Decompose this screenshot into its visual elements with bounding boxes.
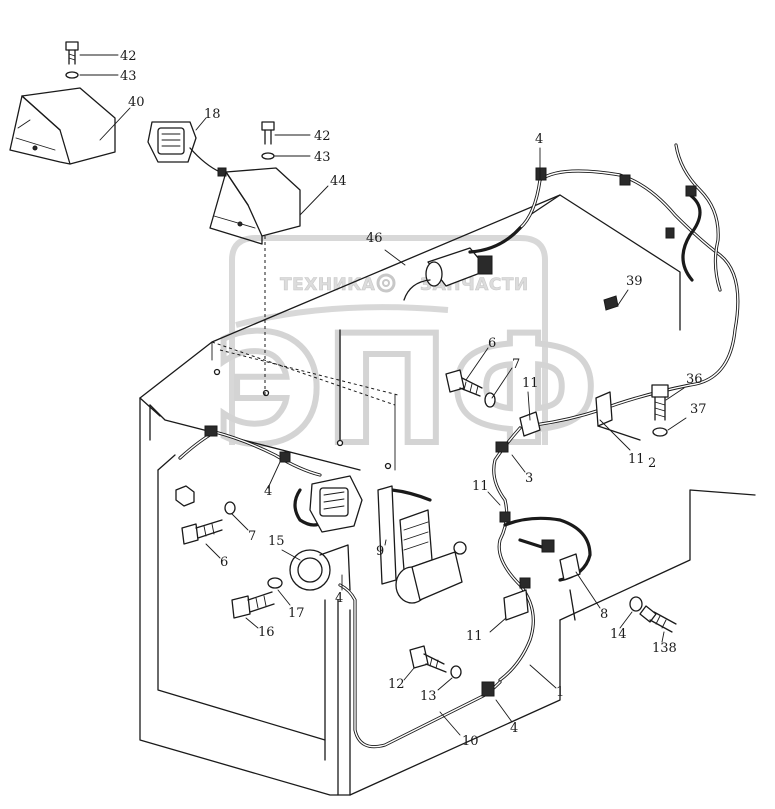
callout-2: 2 [648,456,656,471]
screw-39 [603,295,619,311]
headlamp-18 [147,121,227,177]
callout-138: 138 [652,641,677,656]
callout-43-top: 43 [120,69,137,84]
callout-15: 15 [268,534,285,549]
bolt-6-lower [181,519,223,545]
horn-46 [403,247,493,301]
callout-13: 13 [420,689,437,704]
wire-harness-roof [468,143,740,427]
work-lamp-15 [289,544,351,591]
callout-12: 12 [388,677,405,692]
bolt-138 [639,605,677,633]
callout-37: 37 [690,402,707,417]
watermark: ЭПФ ТЕХНИКА ЗАПЧАСТИ [211,235,601,481]
bolt-36 [651,384,669,437]
gear-icon [376,273,396,293]
callout-39: 39 [626,274,643,289]
callout-10: 10 [462,734,479,749]
wire-harness-front [178,425,592,749]
callout-7-lower: 7 [248,529,256,544]
callout-11-right: 11 [628,452,645,467]
headlamp-front [309,475,363,533]
callout-16: 16 [258,625,275,640]
bracket-2 [595,391,641,441]
clip-11-lower [503,589,529,621]
connector-8 [559,553,581,581]
callout-4-bottom: 4 [510,721,518,736]
callout-11-mid: 11 [472,479,489,494]
callout-1: 1 [556,685,564,700]
watermark-left-text: ТЕХНИКА [280,275,376,295]
motor-component [395,541,467,604]
callout-46: 46 [366,231,383,246]
callout-4-front: 4 [264,484,272,499]
callout-44: 44 [330,174,347,189]
callout-11-upper: 11 [522,376,539,391]
bolt-12 [409,645,462,679]
bolt-16 [231,577,283,619]
callout-6-upper: 6 [488,336,496,351]
callout-42-mid: 42 [314,129,331,144]
leader-lines [79,54,687,736]
bolt-42-mid [261,121,275,160]
callout-40: 40 [128,95,145,110]
callout-14: 14 [610,627,627,642]
callout-4-roof: 4 [535,132,543,147]
callout-3: 3 [525,471,533,486]
callout-36: 36 [686,372,703,387]
nut-left [175,485,236,515]
callout-4-lamp: 4 [335,591,343,606]
callouts: 42 43 40 18 42 43 44 4 46 39 6 7 11 36 3… [120,49,707,749]
callout-18: 18 [204,107,221,122]
clip-11-upper [519,411,541,437]
watermark-letters: ЭПФ [214,304,598,478]
callout-17: 17 [288,606,305,621]
callout-6-lower: 6 [220,555,228,570]
bracket-40 [9,87,116,165]
callout-42-top: 42 [120,49,137,64]
callout-11-lower: 11 [466,629,483,644]
bracket-44 [209,167,301,395]
callout-9: 9 [376,544,384,559]
bolt-42-top [65,41,79,79]
callout-8: 8 [600,607,608,622]
cab-body [139,194,756,796]
washer-14 [629,596,643,612]
callout-43-mid: 43 [314,150,331,165]
callout-7-upper: 7 [512,357,520,372]
